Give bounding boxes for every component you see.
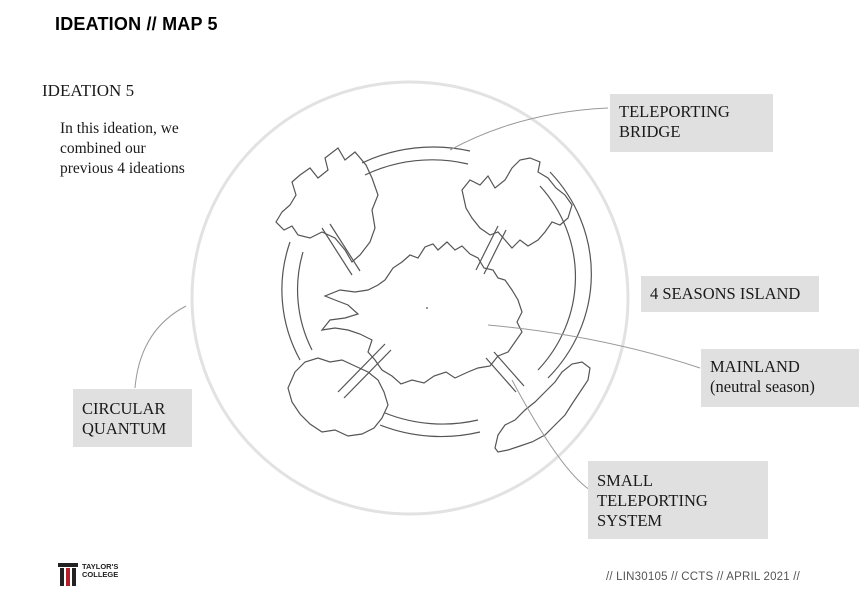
label-circular-quantum: CIRCULAR QUANTUM <box>73 389 192 447</box>
logo-line: COLLEGE <box>82 570 119 579</box>
label-line: CIRCULAR <box>82 399 166 418</box>
ideation-description-line: In this ideation, we <box>60 120 179 137</box>
outer-circle <box>190 80 630 516</box>
leader-circular-quantum <box>134 305 187 389</box>
leader-teleporting-bridge <box>449 107 609 151</box>
ideation-description-line: previous 4 ideations <box>60 160 185 177</box>
ideation-heading: IDEATION 5 <box>42 81 135 100</box>
footer-course-code: // LIN30105 // CCTS // APRIL 2021 // <box>606 571 801 583</box>
season-island-top-right <box>461 157 573 249</box>
ideation-description-line: combined our <box>60 140 146 157</box>
quantum-ring <box>281 146 592 438</box>
label-line: QUANTUM <box>82 419 167 438</box>
leader-small-teleporting <box>511 379 591 491</box>
season-island-bottom-left <box>287 357 389 437</box>
label-line: SYSTEM <box>597 511 663 530</box>
teleport-bridges <box>321 223 525 399</box>
mainland-island <box>320 241 523 385</box>
label-line: (neutral season) <box>710 377 815 396</box>
label-line: SMALL <box>597 471 653 490</box>
logo-wordmark: TAYLOR'S COLLEGE <box>82 563 118 579</box>
label-line: TELEPORTING <box>597 491 708 510</box>
label-line: BRIDGE <box>619 122 681 141</box>
college-crest-icon <box>58 563 78 586</box>
label-line: 4 SEASONS ISLAND <box>650 284 801 303</box>
label-line: MAINLAND <box>710 357 800 376</box>
logo-line: TAYLOR'S <box>82 562 119 571</box>
label-four-seasons-island: 4 SEASONS ISLAND <box>641 276 819 312</box>
label-teleporting-bridge: TELEPORTING BRIDGE <box>610 94 773 152</box>
leader-mainland <box>487 324 701 369</box>
season-island-top-left <box>275 147 379 263</box>
slide-title: IDEATION // MAP 5 <box>55 14 218 34</box>
label-line: TELEPORTING <box>619 102 730 121</box>
ideation-description: In this ideation, we combined our previo… <box>60 119 230 179</box>
leader-lines <box>134 107 701 491</box>
season-island-bottom-right <box>494 361 591 453</box>
label-small-teleporting-system: SMALL TELEPORTING SYSTEM <box>588 461 768 539</box>
label-mainland: MAINLAND (neutral season) <box>701 349 859 407</box>
taylors-college-logo: TAYLOR'S COLLEGE <box>57 562 137 590</box>
